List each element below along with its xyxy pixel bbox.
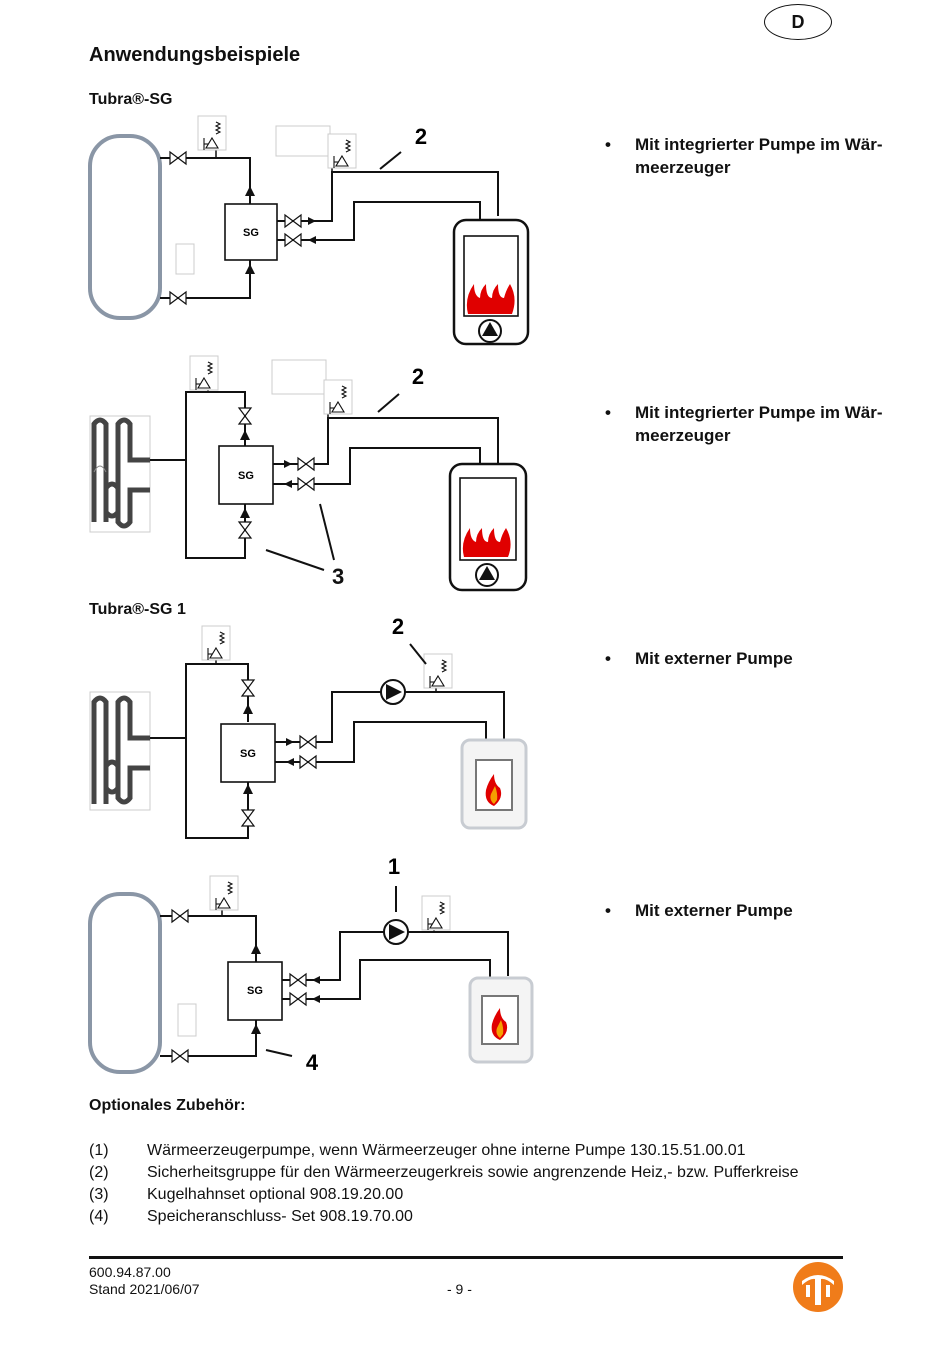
valve-icon	[299, 735, 317, 749]
storage-tank	[88, 134, 162, 320]
callout-2: 2	[412, 364, 424, 389]
callout-leader	[379, 151, 402, 170]
diagram-2: SG 2	[88, 352, 558, 600]
arrow-icon	[243, 784, 253, 794]
diagram-4: SG 1 4	[88, 850, 558, 1082]
callout-leader	[409, 643, 427, 665]
callout-2: 2	[415, 124, 427, 149]
valve-icon	[241, 809, 255, 827]
diagram-3: SG 2	[88, 618, 558, 848]
page-title: Anwendungsbeispiele	[89, 44, 301, 66]
flame-icon	[485, 774, 502, 806]
valve-icon	[284, 233, 302, 247]
arrow-icon	[312, 995, 320, 1003]
sg-label: SG	[243, 227, 259, 239]
language-badge-text: D	[791, 11, 805, 32]
arrow-icon	[251, 1024, 261, 1034]
flame-icon	[466, 284, 515, 314]
arrow-icon	[245, 264, 255, 274]
section-label-tubra-sg: Tubra®-SG	[89, 91, 173, 108]
callout-4: 4	[306, 1050, 319, 1075]
valve-icon	[171, 1049, 189, 1063]
arrow-icon	[245, 186, 255, 196]
valve-icon	[169, 151, 187, 165]
valve-icon	[238, 407, 252, 425]
item-text: Speicheranschluss- Set 908.19.70.00	[147, 1208, 413, 1225]
footer-divider	[89, 1256, 843, 1259]
safety-valve-icon	[189, 355, 219, 391]
callout-leader	[265, 549, 325, 571]
arrow-icon	[308, 236, 316, 244]
section-label-tubra-sg1: Tubra®-SG 1	[89, 601, 186, 618]
callout-leader	[377, 393, 400, 413]
arrow-icon	[284, 460, 292, 468]
valve-icon	[169, 291, 187, 305]
valve-icon	[171, 909, 189, 923]
callout-3: 3	[332, 564, 345, 589]
valve-icon	[284, 214, 302, 228]
sg-unit	[220, 723, 276, 783]
sg-label: SG	[247, 985, 263, 997]
safety-valve-icon	[209, 875, 239, 911]
item-text: Sicherheitsgruppe für den Wärmeerzeugerk…	[147, 1164, 799, 1181]
arrow-icon	[286, 758, 294, 766]
sg-unit	[227, 961, 283, 1021]
valve-icon	[238, 521, 252, 539]
item-number: (2)	[89, 1164, 109, 1181]
arrow-icon	[312, 976, 320, 984]
sg-label: SG	[240, 748, 256, 760]
safety-valve-icon	[421, 895, 451, 931]
sg-unit	[224, 203, 278, 261]
sg-label: SG	[238, 470, 254, 482]
valve-icon	[289, 992, 307, 1006]
arrow-icon	[240, 508, 250, 518]
bullet-text: Mit externer Pumpe	[635, 649, 793, 668]
bullet-text: Mit integrierter Pumpe im Wär-meerzeuger	[635, 403, 883, 445]
valve-icon	[297, 457, 315, 471]
doc-number: 600.94.87.00	[89, 1264, 171, 1280]
arrow-icon	[251, 944, 261, 954]
arrow-icon	[286, 738, 294, 746]
safety-valve-icon	[323, 379, 353, 415]
flame-icon	[491, 1008, 508, 1040]
item-number: (1)	[89, 1142, 109, 1159]
bullet-dot-icon: •	[605, 403, 611, 422]
sg-unit	[218, 445, 274, 505]
safety-valve-icon	[327, 133, 357, 169]
callout-2: 2	[392, 618, 404, 639]
storage-tank	[88, 892, 162, 1074]
arrow-icon	[308, 217, 316, 225]
valve-icon	[241, 679, 255, 697]
item-number: (3)	[89, 1186, 109, 1203]
safety-valve-icon	[201, 625, 231, 661]
callout-1: 1	[388, 854, 400, 879]
accessories-heading: Optionales Zubehör:	[89, 1097, 246, 1114]
arrow-icon	[243, 704, 253, 714]
logo-icon	[792, 1261, 844, 1318]
diagram-1: SG 2	[88, 108, 558, 348]
bullet-text: Mit integrierter Pumpe im Wär-meerzeuger	[635, 135, 883, 177]
bullet-text: Mit externer Pumpe	[635, 901, 793, 920]
safety-valve-icon	[423, 653, 453, 689]
arrow-icon	[240, 430, 250, 440]
valve-icon	[289, 973, 307, 987]
valve-icon	[299, 755, 317, 769]
footer-doc-info: 600.94.87.00 Stand 2021/06/07	[89, 1264, 200, 1298]
callout-leader	[265, 1049, 293, 1057]
callout-leader	[319, 503, 335, 561]
language-badge: D	[764, 4, 832, 40]
item-text: Wärmeerzeugerpumpe, wenn Wärmeerzeuger o…	[147, 1142, 746, 1159]
bullet-dot-icon: •	[605, 135, 611, 154]
valve-icon	[297, 477, 315, 491]
doc-date: Stand 2021/06/07	[89, 1281, 200, 1297]
bullet-dot-icon: •	[605, 649, 611, 668]
item-number: (4)	[89, 1208, 109, 1225]
safety-valve-icon	[197, 115, 227, 151]
page-number: - 9 -	[447, 1281, 472, 1297]
bullet-dot-icon: •	[605, 901, 611, 920]
arrow-icon	[284, 480, 292, 488]
item-text: Kugelhahnset optional 908.19.20.00	[147, 1186, 404, 1203]
flame-icon	[462, 528, 511, 557]
